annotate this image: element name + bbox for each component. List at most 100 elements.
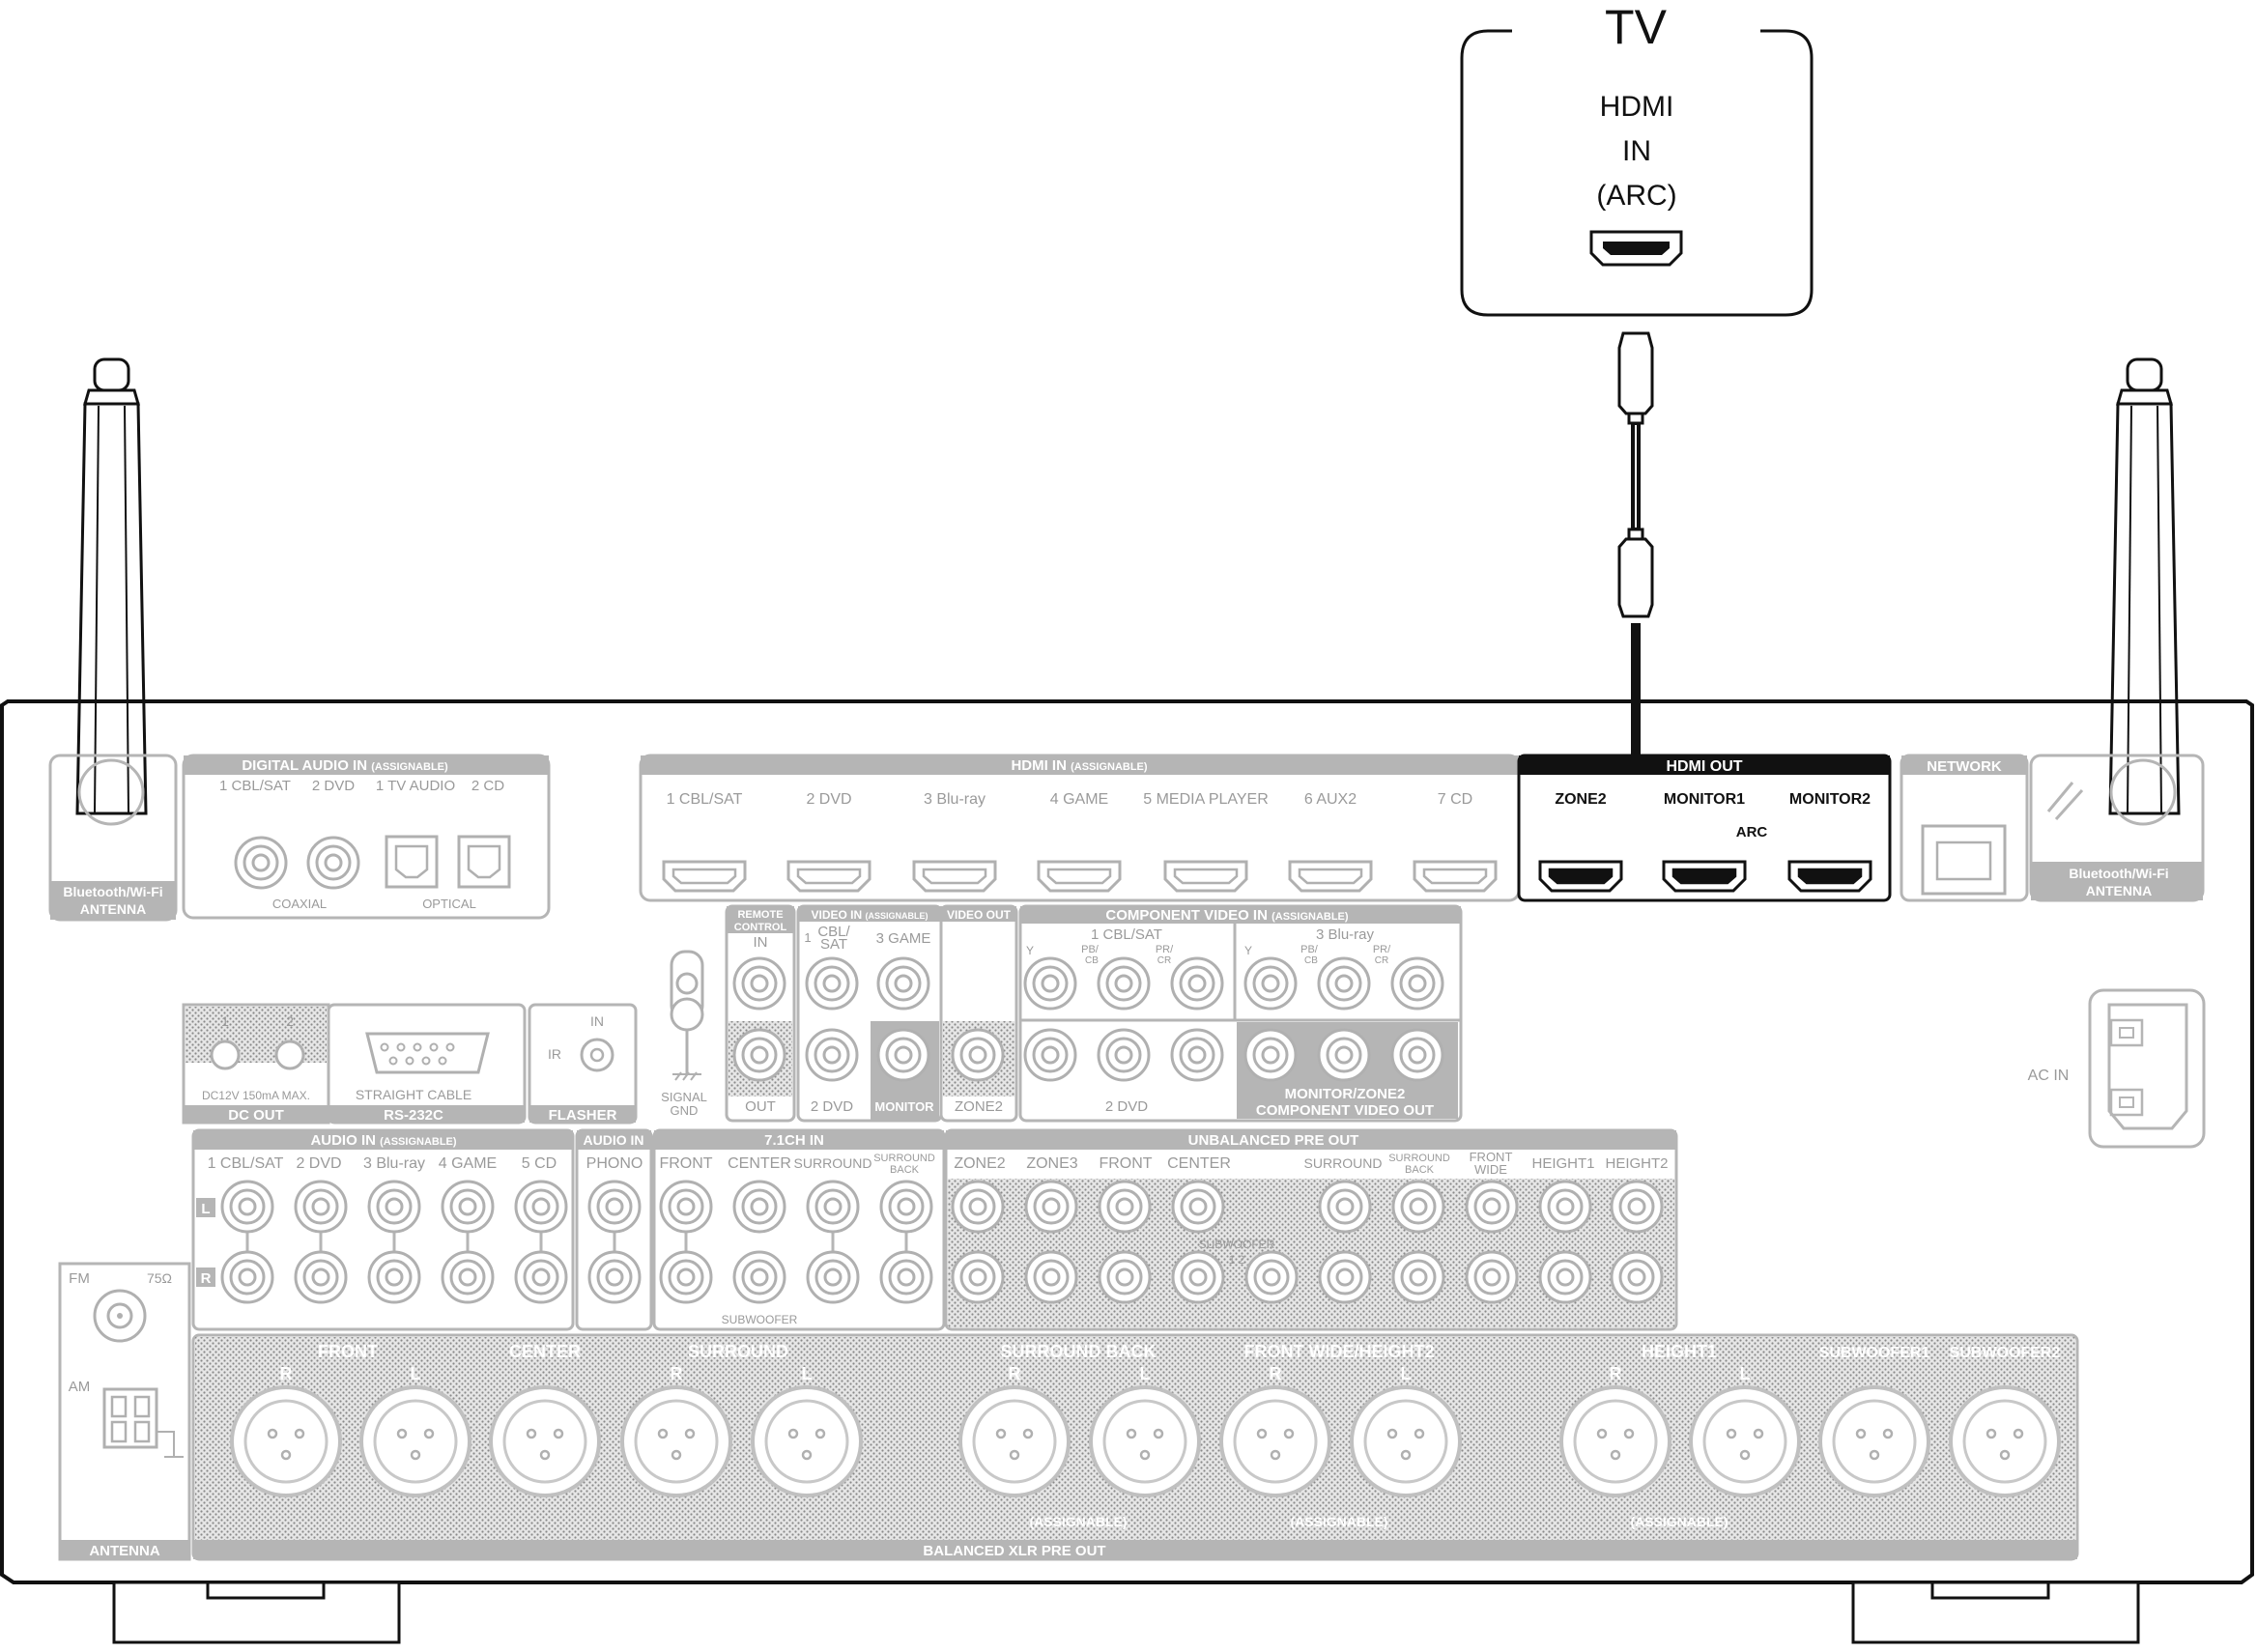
ethernet-port xyxy=(1921,824,2007,896)
dc-out-2-jack xyxy=(274,1040,305,1070)
xlr-height1-r-jack xyxy=(1559,1385,1671,1497)
audio-in-section: AUDIO IN (ASSIGNABLE) 1 CBL/SAT 2 DVD 3 … xyxy=(191,1128,575,1331)
pre-out-surround-l-jack xyxy=(1318,1180,1372,1234)
xlr-front-l-jack xyxy=(359,1385,471,1497)
svg-text:HDMI OUT: HDMI OUT xyxy=(1666,758,1742,775)
svg-text:2 DVD: 2 DVD xyxy=(811,1098,853,1115)
audio-in-3-r-jack xyxy=(367,1250,421,1304)
pre-out-subwoofer2-jack xyxy=(1244,1250,1299,1304)
svg-text:BACK: BACK xyxy=(890,1164,920,1176)
svg-text:VIDEO OUT: VIDEO OUT xyxy=(947,908,1012,922)
left-antenna-jack: Bluetooth/Wi-Fi ANTENNA xyxy=(48,754,178,922)
svg-text:SUBWOOFER: SUBWOOFER xyxy=(1199,1238,1275,1251)
svg-text:2: 2 xyxy=(286,1013,294,1029)
ch71-front-r-jack xyxy=(659,1250,713,1304)
svg-text:IN: IN xyxy=(754,934,768,951)
svg-text:FRONT: FRONT xyxy=(1470,1150,1513,1164)
hdmi-in-port-7 xyxy=(1413,860,1498,893)
xlr-height1-l-jack xyxy=(1689,1385,1801,1497)
svg-text:PR/: PR/ xyxy=(1156,944,1174,955)
tv-port-label: HDMI xyxy=(1600,91,1674,123)
component-video-out-section: MONITOR/ZONE2 COMPONENT VIDEO OUT xyxy=(1237,1022,1458,1119)
svg-text:1 CBL/SAT: 1 CBL/SAT xyxy=(219,778,291,794)
svg-text:7 CD: 7 CD xyxy=(1438,791,1472,808)
svg-text:SURROUND BACK: SURROUND BACK xyxy=(1001,1342,1157,1361)
remote-out-jack xyxy=(732,1028,786,1082)
svg-text:3 GAME: 3 GAME xyxy=(876,930,931,947)
svg-text:ARC: ARC xyxy=(1736,824,1768,840)
hdmi-out-section: HDMI OUT ZONE2 MONITOR1 MONITOR2 ARC xyxy=(1517,754,1892,902)
svg-text:SUBWOOFER1: SUBWOOFER1 xyxy=(1819,1345,1930,1361)
video-in-2-jack xyxy=(805,1028,859,1082)
component-out-pb-jack xyxy=(1317,1028,1371,1082)
ch71-surround-back-r-jack xyxy=(879,1250,933,1304)
svg-text:SAT: SAT xyxy=(820,936,847,953)
pre-out-height2-l-jack xyxy=(1610,1180,1664,1234)
pre-out-front-wide-r-jack xyxy=(1465,1250,1519,1304)
svg-text:STRAIGHT CABLE: STRAIGHT CABLE xyxy=(356,1087,471,1102)
audio-in-1-r-jack xyxy=(220,1250,274,1304)
svg-text:CR: CR xyxy=(1157,955,1171,966)
component-in-2-pb-jack xyxy=(1097,1028,1151,1082)
svg-text:GND: GND xyxy=(671,1103,699,1118)
video-out-section: VIDEO OUT ZONE2 xyxy=(939,904,1018,1123)
pre-out-front-r-jack xyxy=(1098,1250,1152,1304)
phono-r-jack xyxy=(587,1250,642,1304)
svg-text:HDMI IN (ASSIGNABLE): HDMI IN (ASSIGNABLE) xyxy=(1011,757,1147,774)
right-antenna-jack: Bluetooth/Wi-Fi ANTENNA xyxy=(2029,754,2205,902)
hdmi-in-port-2 xyxy=(786,860,871,893)
svg-text:MONITOR: MONITOR xyxy=(874,1099,934,1114)
svg-text:FRONT: FRONT xyxy=(659,1155,712,1172)
svg-text:HEIGHT2: HEIGHT2 xyxy=(1605,1155,1668,1172)
svg-text:IN: IN xyxy=(590,1013,604,1029)
svg-text:AM: AM xyxy=(69,1379,91,1395)
svg-text:CB: CB xyxy=(1085,955,1099,966)
svg-text:DC12V 150mA MAX.: DC12V 150mA MAX. xyxy=(202,1089,310,1102)
rs232c-port xyxy=(365,1032,490,1074)
component-in-2-y-jack xyxy=(1023,1028,1077,1082)
video-in-3-jack xyxy=(876,956,930,1011)
ac-inlet xyxy=(2107,1003,2188,1130)
svg-text:ANTENNA: ANTENNA xyxy=(89,1543,159,1559)
component-in-3-pb-jack xyxy=(1317,956,1371,1011)
unbalanced-pre-out-section: UNBALANCED PRE OUT ZONE2 ZONE3 FRONT CEN… xyxy=(944,1128,1678,1331)
right-antenna xyxy=(2108,357,2181,815)
svg-text:2 DVD: 2 DVD xyxy=(312,778,355,794)
pre-out-height1-l-jack xyxy=(1538,1180,1592,1234)
svg-text:FRONT: FRONT xyxy=(318,1342,378,1361)
svg-text:CENTER: CENTER xyxy=(728,1155,791,1172)
ch71-in-section: 7.1CH IN FRONT CENTER SURROUND SURROUND … xyxy=(652,1128,946,1331)
tv-hdmi-port xyxy=(1589,230,1683,267)
svg-text:1 CBL/SAT: 1 CBL/SAT xyxy=(667,791,743,808)
svg-text:WIDE: WIDE xyxy=(1474,1162,1507,1177)
svg-text:MONITOR/ZONE2: MONITOR/ZONE2 xyxy=(1285,1086,1406,1102)
hdmi-in-port-5 xyxy=(1163,860,1248,893)
ch71-center-jack xyxy=(732,1180,786,1234)
pre-out-zone3-l-jack xyxy=(1024,1180,1078,1234)
pre-out-center-jack xyxy=(1171,1180,1225,1234)
svg-text:SURROUND: SURROUND xyxy=(873,1153,935,1164)
svg-text:PB/: PB/ xyxy=(1081,944,1100,955)
svg-text:1 TV AUDIO: 1 TV AUDIO xyxy=(376,778,455,794)
svg-text:R: R xyxy=(1009,1364,1021,1383)
pre-out-subwoofer1-jack xyxy=(1171,1250,1225,1304)
svg-text:OUT: OUT xyxy=(745,1098,776,1115)
pre-out-height2-r-jack xyxy=(1610,1250,1664,1304)
svg-text:COMPONENT VIDEO IN (ASSIGNABLE: COMPONENT VIDEO IN (ASSIGNABLE) xyxy=(1105,907,1348,924)
svg-text:AC IN: AC IN xyxy=(2028,1068,2070,1084)
network-section: NETWORK xyxy=(1900,754,2029,902)
video-in-1-jack xyxy=(805,956,859,1011)
svg-text:SUBWOOFER: SUBWOOFER xyxy=(722,1313,798,1326)
svg-text:HEIGHT1: HEIGHT1 xyxy=(1642,1342,1717,1361)
svg-text:R: R xyxy=(1610,1364,1622,1383)
component-in-1-pb-jack xyxy=(1097,956,1151,1011)
svg-text:ZONE3: ZONE3 xyxy=(1026,1155,1077,1172)
component-in-3-y-jack xyxy=(1243,956,1298,1011)
svg-text:L: L xyxy=(411,1364,421,1383)
phono-section: AUDIO IN PHONO xyxy=(575,1128,653,1331)
audio-in-5-r-jack xyxy=(514,1250,568,1304)
video-monitor-jack xyxy=(876,1028,930,1082)
component-out-pr-jack xyxy=(1390,1028,1444,1082)
svg-text:7.1CH IN: 7.1CH IN xyxy=(764,1132,824,1149)
pre-out-surround-r-jack xyxy=(1318,1250,1372,1304)
